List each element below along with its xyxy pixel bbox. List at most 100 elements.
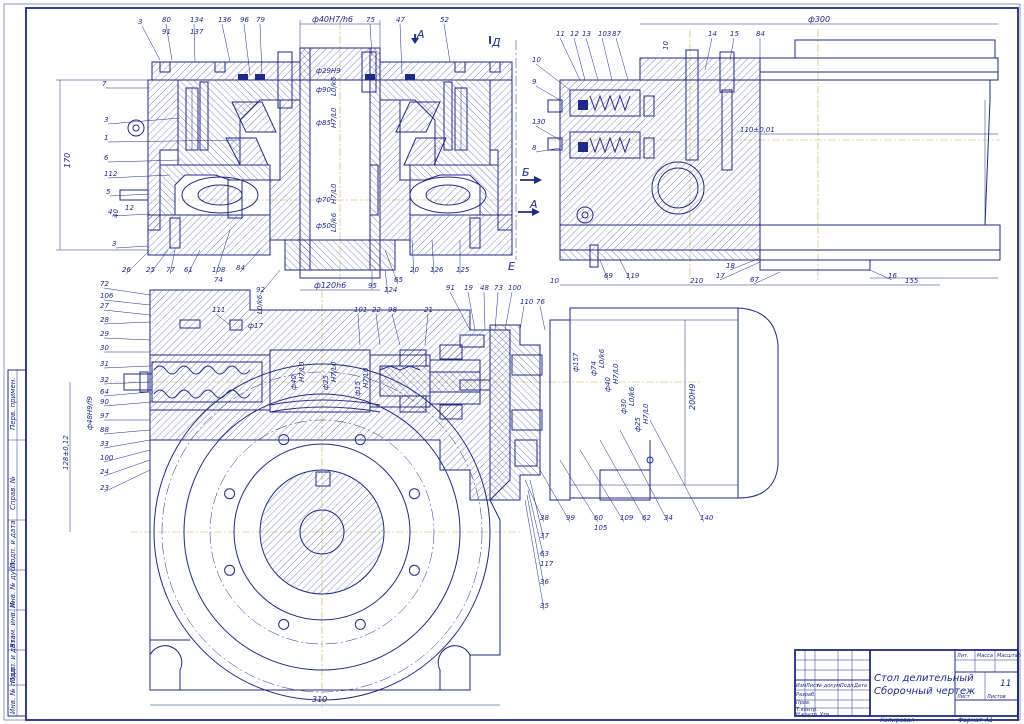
- callout-number: 29: [100, 330, 109, 338]
- callout-number: 88: [100, 426, 109, 434]
- leader-line: [519, 305, 525, 331]
- leader-line: [524, 499, 545, 611]
- leader-line: [187, 249, 201, 275]
- leader-line: [559, 37, 581, 81]
- leader-line: [103, 401, 153, 407]
- callout-number: 34: [664, 514, 673, 522]
- dim-d85-tol: H7/L0: [330, 107, 338, 128]
- dim-d74-tol: L0/k6: [598, 348, 606, 368]
- callout-number: 4: [108, 208, 112, 216]
- callout-number: 48: [480, 284, 489, 292]
- leader-line: [535, 85, 561, 101]
- tb-header-mass: Масса: [977, 653, 993, 659]
- callout-number: 6: [104, 154, 109, 162]
- callout-number: 36: [540, 578, 549, 586]
- callout-number: 10: [532, 56, 541, 64]
- callout-number: 65: [394, 276, 403, 284]
- callout-number: 27: [100, 302, 109, 310]
- bottom-plan-view: ф17 L0/k6 ф40 H7/L0 ф25 H7/L0 ф15 H7/L0 …: [62, 280, 779, 710]
- leader-line: [494, 291, 499, 331]
- stamp-label-replace: Взам. инв. №: [9, 600, 17, 648]
- dim-d40: ф40: [290, 375, 298, 390]
- dim-d15-tol: H7/L0: [362, 367, 370, 388]
- dim-width-310: 310: [312, 695, 327, 704]
- leader-line: [599, 439, 647, 523]
- leader-line: [729, 37, 735, 61]
- leader-line: [141, 25, 161, 61]
- leader-line: [103, 365, 151, 369]
- leader-line: [103, 337, 151, 341]
- callout-number: 87: [612, 30, 621, 38]
- leader-line: [193, 23, 196, 63]
- tb-header-sheets: Листов: [986, 694, 1006, 700]
- callout-number: 101: [354, 306, 367, 314]
- dim-side-210: 210: [690, 277, 704, 285]
- callout-number: 140: [700, 514, 714, 522]
- callout-number: 11: [556, 30, 565, 38]
- leader-line: [615, 37, 629, 81]
- callout-number: 8: [532, 144, 537, 152]
- section-mark-d-top: Д: [491, 36, 501, 49]
- callout-number: 92: [256, 286, 265, 294]
- leader-line: [529, 479, 545, 541]
- callout-number: 74: [214, 276, 223, 284]
- tb-row-date: Дата: [853, 683, 867, 689]
- callout-number: 99: [566, 514, 575, 522]
- leader-line: [431, 239, 435, 275]
- leader-line: [111, 213, 151, 217]
- callout-number: 38: [540, 514, 549, 522]
- dim-d15: ф15: [354, 381, 362, 396]
- callout-number: 32: [100, 376, 109, 384]
- leader-line: [115, 245, 149, 249]
- dim-side-width: ф300: [808, 15, 830, 24]
- callout-number: 13: [582, 30, 591, 38]
- callout-number: 103: [598, 30, 611, 38]
- leader-line: [391, 313, 401, 346]
- tb-product-name: Стол делительный: [874, 673, 974, 684]
- dim-d25b-tol: H7/L0: [642, 403, 650, 424]
- leader-line: [103, 381, 151, 385]
- bolt-hole: [408, 564, 420, 576]
- leader-line: [535, 63, 571, 91]
- callout-number: 37: [540, 532, 549, 540]
- callout-number: 3: [112, 240, 116, 248]
- leader-line: [729, 257, 761, 271]
- callout-number: 100: [100, 454, 114, 462]
- tb-sheet-number: 11: [1000, 679, 1011, 689]
- bolt-hole: [224, 488, 236, 500]
- bolt-hole: [408, 488, 420, 500]
- callout-number: 96: [240, 16, 249, 24]
- callout-number: 19: [464, 284, 473, 292]
- tb-header-sheet: Лист: [956, 694, 971, 700]
- callout-number: 112: [104, 170, 118, 178]
- leader-line: [424, 313, 429, 346]
- stamp-label-sign-2: Подп. и дата: [9, 635, 17, 683]
- callout-number: 80: [162, 16, 171, 24]
- dim-d48: ф48H9/f9: [86, 396, 94, 430]
- callout-number: 97: [100, 412, 109, 420]
- leader-line: [375, 313, 381, 346]
- callout-number: 62: [642, 514, 651, 522]
- leader-line: [535, 125, 561, 141]
- callout-number: 91: [446, 284, 455, 292]
- dim-d74: ф74: [590, 361, 598, 376]
- callout-number: 95: [368, 282, 377, 290]
- dim-d70: ф70: [316, 196, 331, 204]
- callout-number: 35: [540, 602, 549, 610]
- callout-number: 14: [708, 30, 717, 38]
- callout-number: 3: [104, 116, 108, 124]
- callout-number: 26: [122, 266, 131, 274]
- leader-line: [449, 291, 471, 331]
- leader-line: [601, 37, 613, 81]
- callout-number: 125: [456, 266, 470, 274]
- dim-side-155: 155: [905, 277, 919, 285]
- stamp-label-first-use: Перв. примен.: [9, 377, 17, 430]
- leader-line: [169, 249, 176, 275]
- callout-number: 21: [424, 306, 433, 314]
- callout-number: 9: [532, 78, 537, 86]
- dim-d85: ф85: [316, 119, 331, 127]
- stamp-label-sign-1: Подп. и дата: [9, 520, 17, 568]
- callout-number: 31: [100, 360, 109, 368]
